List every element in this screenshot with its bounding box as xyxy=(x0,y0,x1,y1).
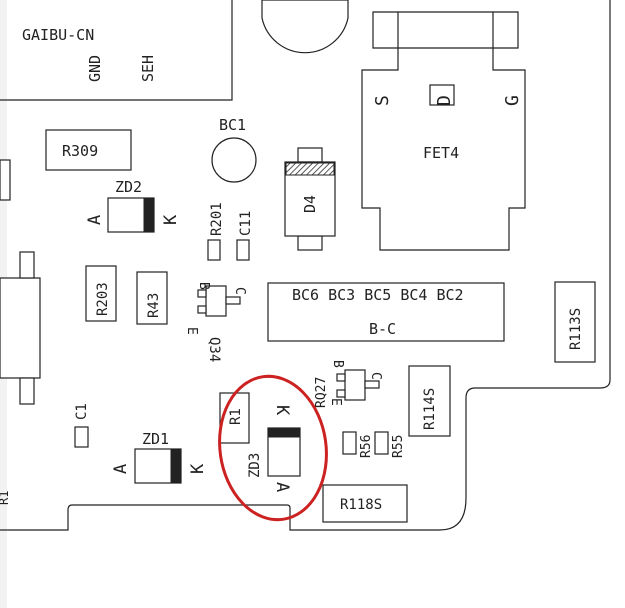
transistor-q34: B C E Q34 xyxy=(184,282,247,362)
mounting-hole-top xyxy=(261,0,349,54)
label-rq27: RQ27 xyxy=(314,377,329,408)
label-r43: R43 xyxy=(146,293,162,318)
label-fet4: FET4 xyxy=(423,144,459,162)
zener-zd2: ZD2 A K xyxy=(85,178,181,233)
resistor-r43: R43 xyxy=(136,271,168,325)
resistor-r118s: R118S xyxy=(322,484,408,523)
cropped-part-left-top xyxy=(0,159,11,201)
label-r203: R203 xyxy=(95,282,111,316)
label-r309: R309 xyxy=(62,142,98,160)
label-rq27-b: B xyxy=(330,360,345,368)
diode-d4: D4 xyxy=(284,147,336,251)
cropped-label-fragment: R1 xyxy=(0,491,11,505)
highlight-ellipse-zd3 xyxy=(218,374,328,522)
label-r55: R55 xyxy=(391,435,406,458)
resistor-r201: R201 xyxy=(207,202,225,261)
label-zd3-k: K xyxy=(272,405,292,416)
label-bc1: BC1 xyxy=(219,116,246,134)
label-r56: R56 xyxy=(359,435,374,458)
label-rq27-c: C xyxy=(368,372,383,380)
board-outline xyxy=(0,0,611,531)
zener-zd3: K ZD3 A xyxy=(247,405,301,492)
label-rq27-e: E xyxy=(328,398,343,406)
label-c11: C11 xyxy=(238,211,254,236)
resistor-r1: R1 xyxy=(219,392,250,444)
capacitor-bc1: BC1 xyxy=(211,116,257,183)
zener-zd1: ZD1 A K xyxy=(111,430,208,484)
label-d4: D4 xyxy=(301,195,319,213)
label-fet-s: S xyxy=(372,95,393,106)
label-zd2-a: A xyxy=(85,215,105,225)
transistor-rq27: RQ27 B C E xyxy=(314,360,383,408)
resistor-r55: R55 xyxy=(374,431,406,458)
label-zd1-a: A xyxy=(111,464,131,474)
resistor-r56: R56 xyxy=(342,431,374,458)
label-zd2-k: K xyxy=(161,214,181,225)
label-r114s: R114S xyxy=(422,388,438,430)
resistor-r203: R203 xyxy=(85,265,117,322)
label-zd1-k: K xyxy=(188,463,208,474)
label-q34-e: E xyxy=(184,327,199,335)
capacitor-c1: C1 xyxy=(74,403,90,448)
label-zd2: ZD2 xyxy=(115,178,142,196)
label-zd3-a: A xyxy=(272,482,292,492)
label-zd3: ZD3 xyxy=(247,453,263,478)
label-q34-b: B xyxy=(196,282,211,290)
label-gaibu-cn: GAIBU-CN xyxy=(22,26,94,44)
resistor-r309: R309 xyxy=(45,129,132,171)
label-bc-group: BC6 BC3 BC5 BC4 BC2 xyxy=(292,286,464,304)
label-r1: R1 xyxy=(228,408,244,425)
label-r201: R201 xyxy=(209,202,225,236)
transistor-fet4: S D G FET4 xyxy=(361,11,526,251)
label-fet-g: G xyxy=(502,95,523,106)
label-r113s: R113S xyxy=(568,308,584,350)
label-q34: Q34 xyxy=(206,337,222,362)
label-bc-sub: B-C xyxy=(369,320,396,338)
label-q34-c: C xyxy=(232,287,247,295)
resistor-r114s: R114S xyxy=(408,365,451,437)
label-r118s: R118S xyxy=(340,497,382,513)
capacitor-c11: C11 xyxy=(236,211,254,261)
label-c1: C1 xyxy=(74,403,90,420)
label-zd1: ZD1 xyxy=(142,430,169,448)
connector-gaibu-cn: GAIBU-CN GND SEH xyxy=(22,26,157,82)
label-gnd: GND xyxy=(86,55,104,82)
resistor-r113s: R113S xyxy=(554,281,596,363)
capacitor-group-bc: BC6 BC3 BC5 BC4 BC2 B-C xyxy=(267,282,505,342)
cropped-ic-left xyxy=(0,251,41,405)
label-seh: SEH xyxy=(139,55,157,82)
label-fet-d: D xyxy=(434,95,455,106)
